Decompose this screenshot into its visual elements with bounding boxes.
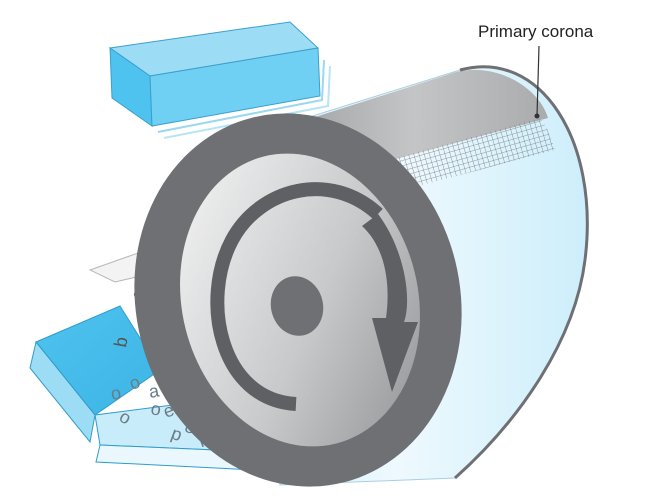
toner-glyph: o <box>109 383 122 404</box>
toner-glyph: a <box>147 380 161 402</box>
rotation-arrow-icon <box>210 182 383 411</box>
drum-end-face <box>134 113 462 487</box>
rotation-arrow-head-icon <box>362 214 418 392</box>
primary-corona-label: Primary corona <box>478 22 594 41</box>
laser-unit <box>108 21 331 139</box>
toner-glyph: o <box>149 398 162 419</box>
toner-glyph: b <box>110 335 131 348</box>
callout-dot <box>534 113 540 119</box>
callout-line <box>536 45 540 117</box>
drum-hub <box>270 276 324 336</box>
